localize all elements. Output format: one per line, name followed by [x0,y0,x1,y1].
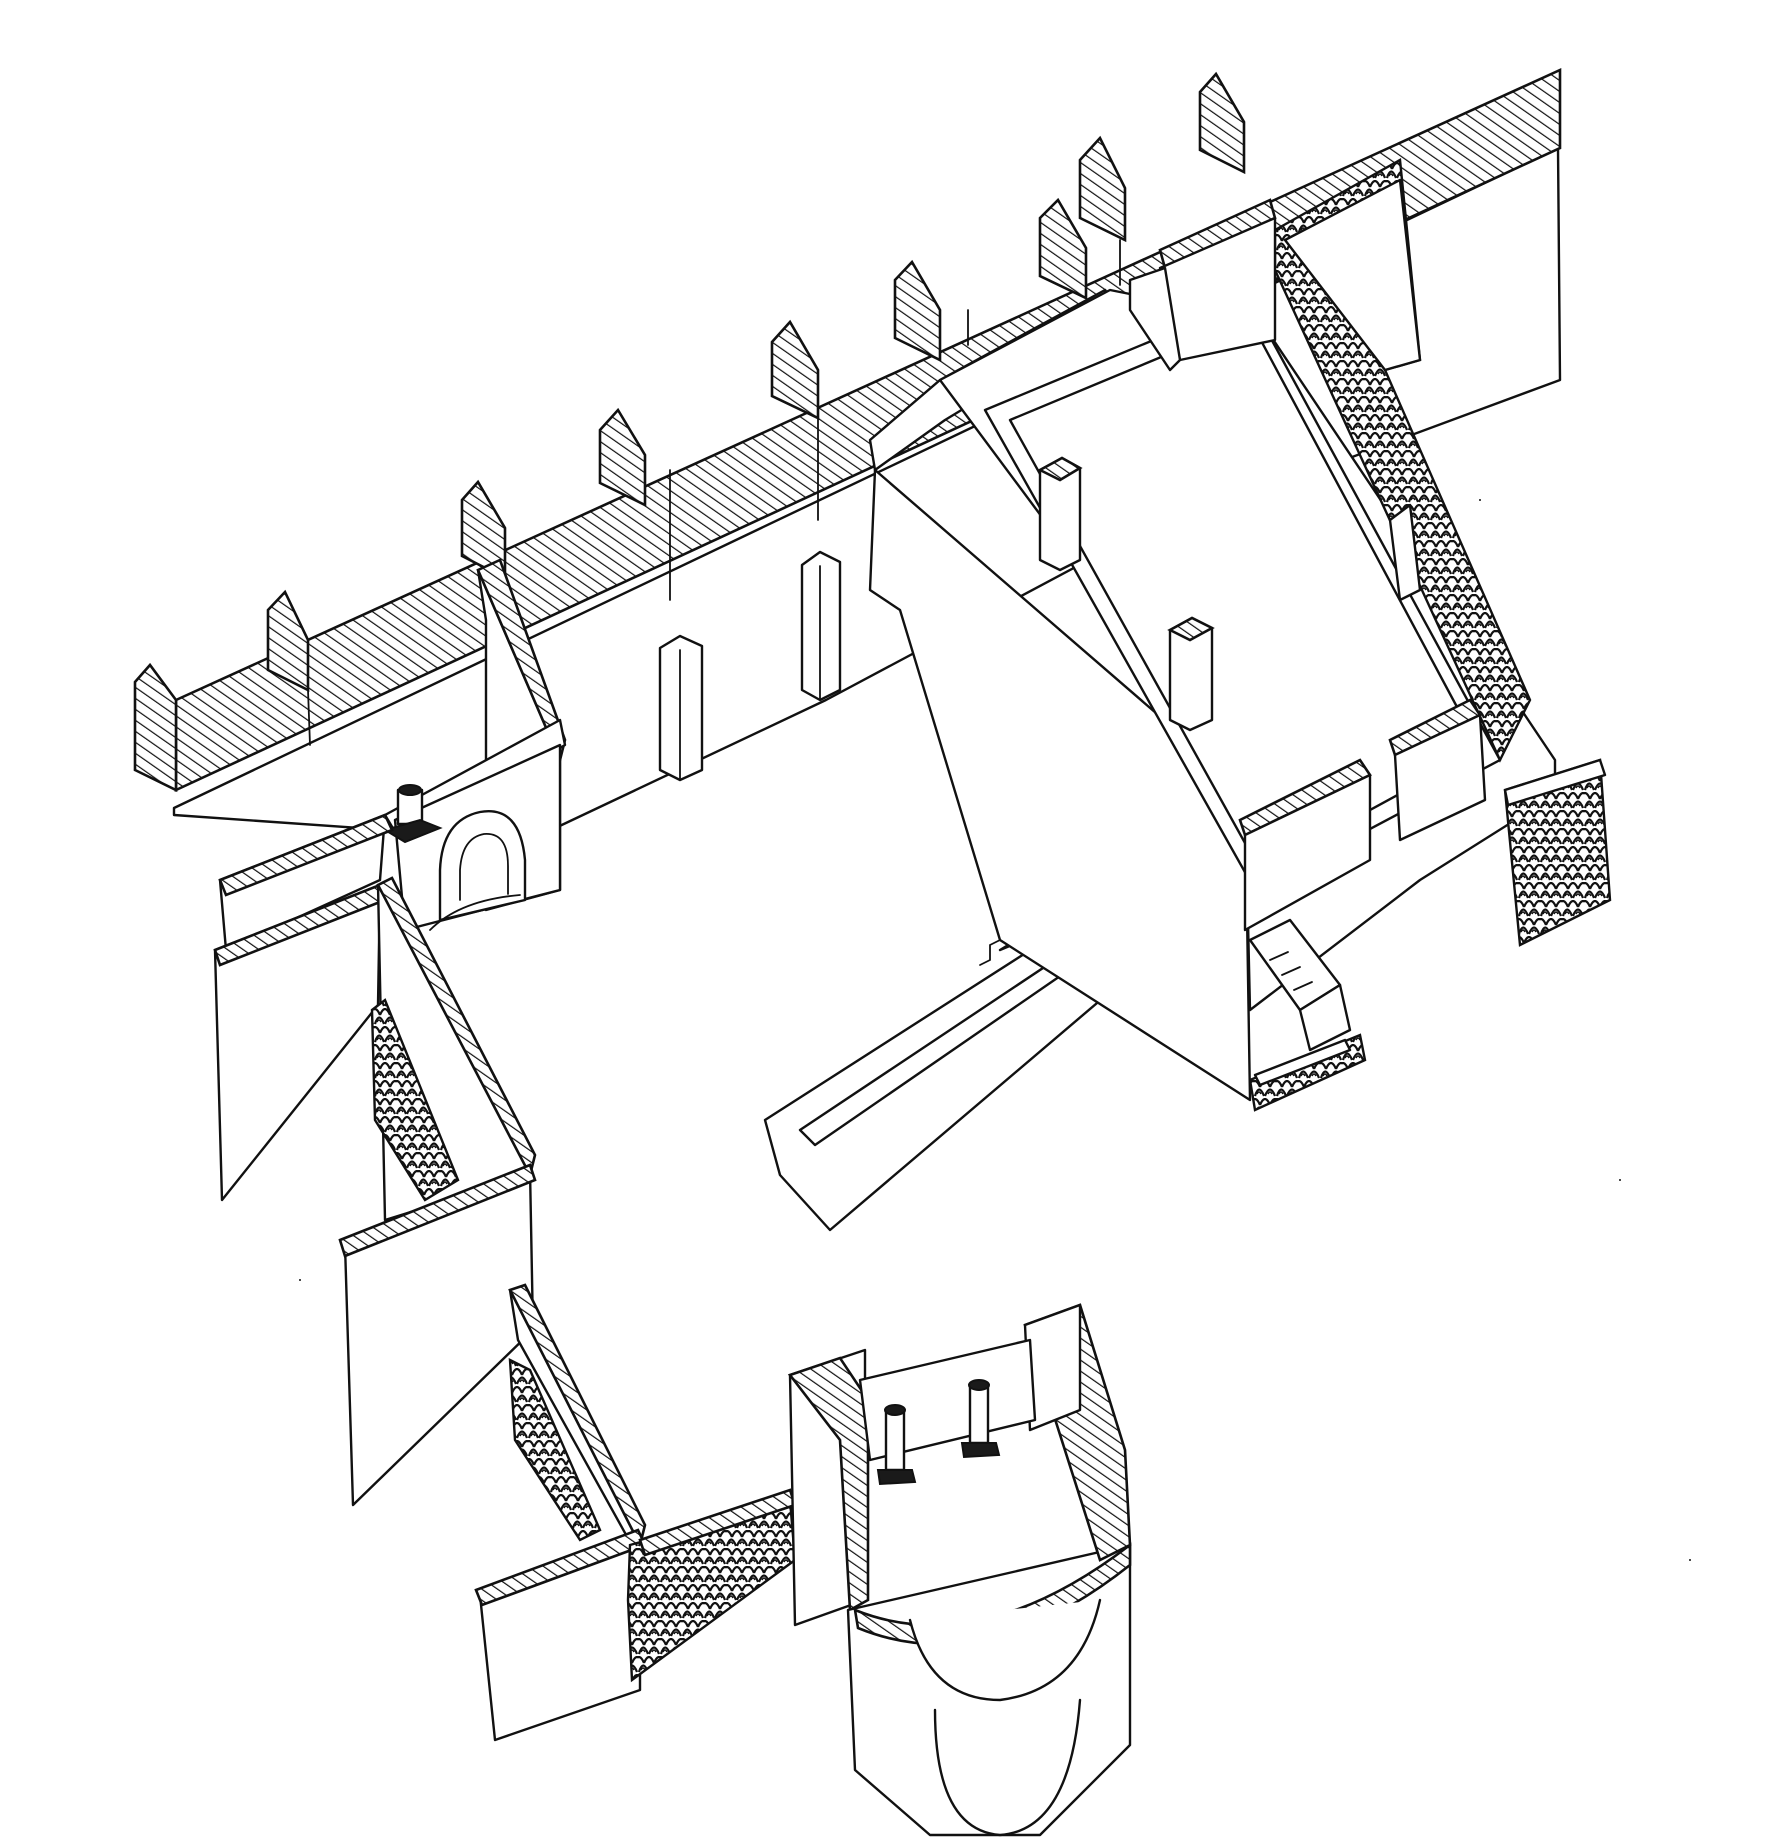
gate-column-base [382,818,443,844]
inner-pier-c [1388,503,1422,602]
wall-e-top [508,1283,647,1549]
tower-column-left [884,1408,906,1472]
west-wall-complex [213,813,797,1742]
wall-c-top [376,876,537,1179]
gate-step [429,894,521,931]
merlons [133,71,1246,793]
pier-left [658,634,704,782]
east-building [868,158,1612,1112]
west-gate-block [382,558,567,932]
south-tower [787,1303,1132,1837]
gate-column-cap [398,784,422,796]
apse-curve [908,1598,1102,1702]
east-corner-top [1503,758,1607,807]
apse-cylinder [933,1698,1082,1837]
wall-e-masonry [508,1357,602,1542]
gate-arch [438,810,527,922]
paper-speckles [133,499,1691,1561]
tower-column-right [968,1383,990,1445]
tower-west-pier-top [787,1356,870,1613]
wall-a-top [218,813,394,897]
inner-north-step [1128,266,1182,372]
wall-d-face [343,1168,535,1507]
wall-d-top [338,1163,537,1258]
free-piers [658,550,842,782]
inner-south-face [1243,773,1372,932]
gate-arch-inner [459,833,509,901]
stair-landing [1298,983,1352,1052]
pier-right [800,550,842,702]
east-wall-inner-face [1283,178,1422,372]
wall-c-masonry [370,998,460,1202]
inner-south-east-face [1393,713,1487,842]
